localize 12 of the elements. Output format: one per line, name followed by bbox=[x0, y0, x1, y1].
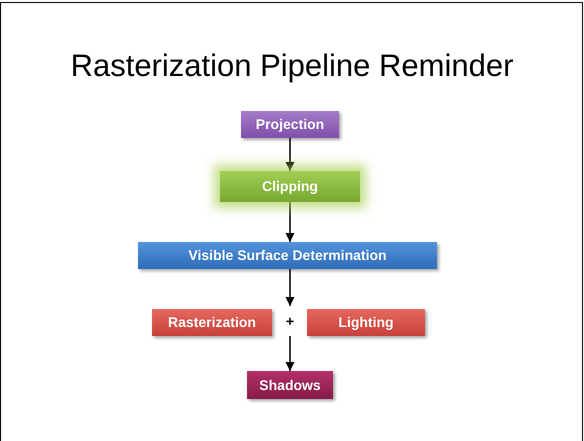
plus-sign: + bbox=[280, 306, 300, 336]
process-box: Visible Surface Determination bbox=[138, 242, 437, 269]
arrow bbox=[286, 269, 294, 306]
arrow bbox=[286, 138, 294, 171]
process-box: Rasterization bbox=[152, 309, 272, 336]
slide-title: Rasterization Pipeline Reminder bbox=[70, 47, 514, 85]
arrow bbox=[286, 336, 294, 371]
process-box: Projection bbox=[241, 111, 339, 138]
process-box: Lighting bbox=[307, 309, 425, 336]
process-box: Shadows bbox=[247, 371, 333, 399]
process-box: Clipping bbox=[220, 171, 360, 202]
arrow bbox=[286, 202, 294, 242]
